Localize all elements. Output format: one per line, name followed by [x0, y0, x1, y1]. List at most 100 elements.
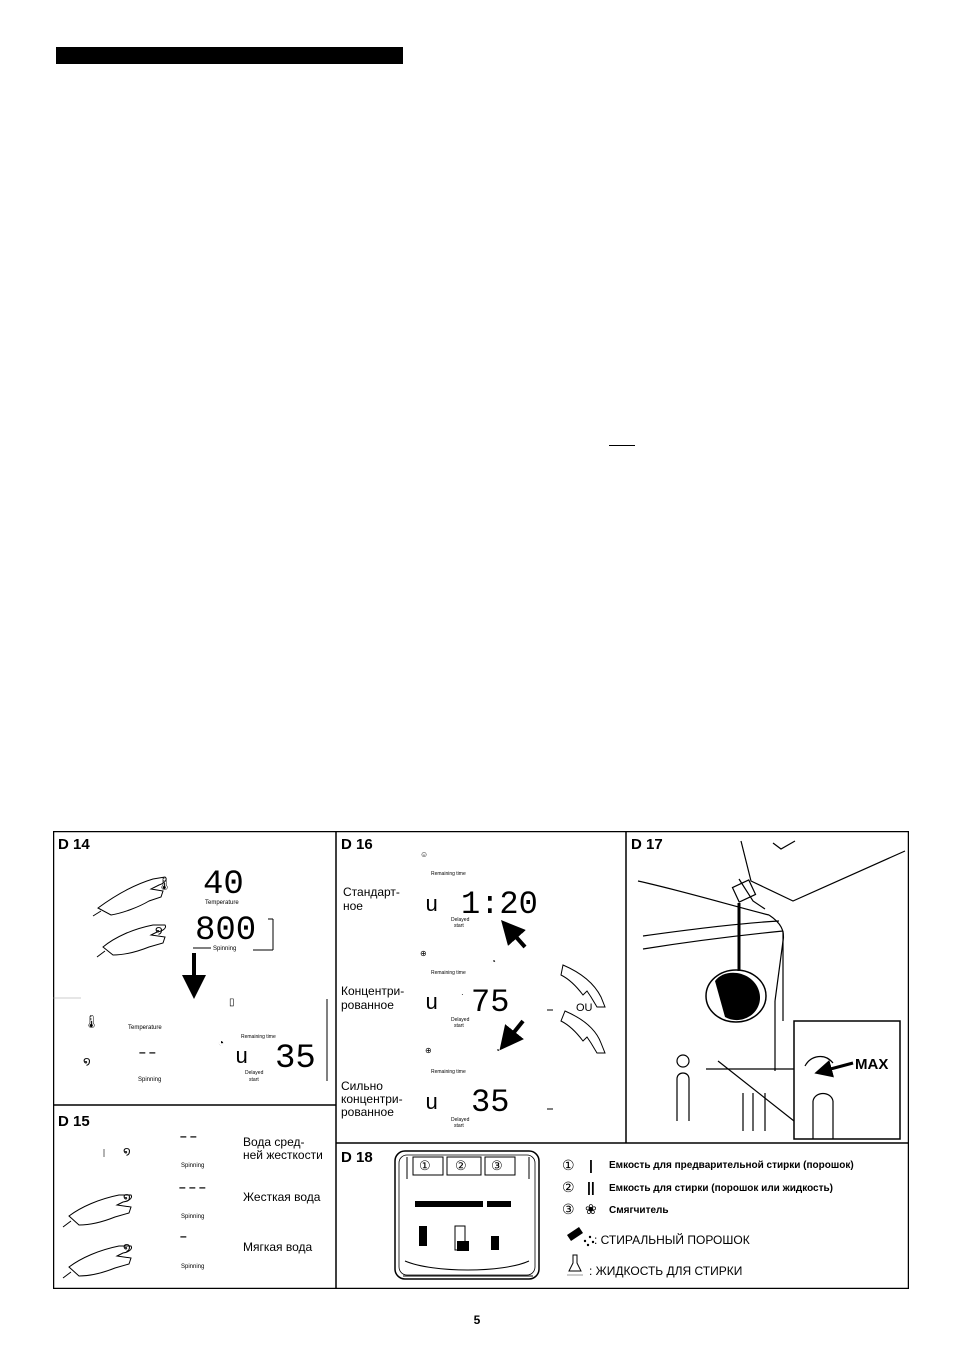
- hand-icon: [560, 1010, 606, 1054]
- d18-legend-2-num: ②: [562, 1179, 575, 1195]
- d15-row2-desc-1: Жесткая вода: [243, 1190, 321, 1204]
- d16-row2-u: u: [425, 991, 438, 1016]
- thermometer-icon: 🌡: [156, 876, 173, 891]
- d14-label: D 14: [58, 836, 90, 853]
- figures-frame: [53, 831, 909, 1289]
- d16-row2-delayed: Delayed: [451, 1017, 470, 1023]
- d16-row1-name-1: Стандарт-: [343, 885, 400, 899]
- d18-legend-1-num: ①: [562, 1157, 575, 1173]
- d16-row3-name-2: концентри-: [341, 1092, 403, 1106]
- arrow-up-left-icon: [501, 920, 527, 949]
- max-zoom-box: [793, 1020, 901, 1140]
- d16-row2-name-2: рованное: [341, 998, 394, 1012]
- drawer-outline: [676, 1054, 766, 1131]
- figure-d16: D 16 ☺ Remaining time Стандарт- ное u 1:…: [341, 836, 606, 1129]
- d14-spin-value: 800: [195, 912, 256, 950]
- decorative-rule: [609, 445, 635, 446]
- spin-icon: ໑: [123, 1190, 131, 1204]
- dispenser-drawer: [705, 969, 767, 1023]
- d15-label: D 15: [58, 1113, 90, 1130]
- d16-row3-delayed: Delayed: [451, 1117, 470, 1123]
- d15-row3-spin-label: Spinning: [181, 1264, 204, 1270]
- d18-legend-1-mark: |: [589, 1157, 593, 1173]
- washing-machine-drawing: [637, 880, 785, 1071]
- d18-legend-2-mark: ||: [587, 1179, 595, 1195]
- d16-ou-label: OU: [576, 1002, 593, 1014]
- d17-label: D 17: [631, 836, 663, 853]
- liquid-icon: [567, 1254, 583, 1276]
- spin-icon: ໑: [123, 1144, 131, 1158]
- d15-row3-desc-1: Мягкая вода: [243, 1240, 313, 1254]
- d17-max-label: MAX: [855, 1056, 888, 1073]
- d18-compartment-3: ③: [491, 1158, 503, 1173]
- lock-icon: ⊕: [420, 949, 427, 958]
- hand-icon: [62, 1194, 132, 1228]
- d18-legend-3-text: Смягчитель: [609, 1205, 669, 1216]
- d18-liquid-text: : ЖИДКОСТЬ ДЛЯ СТИРКИ: [589, 1264, 742, 1278]
- d14-display-u: u: [235, 1045, 248, 1070]
- figures-svg: D 14 🌡 40 Temperature ໑ 800 Spinning 🌡 T…: [53, 831, 909, 1289]
- d14-delayed-label: Delayed: [245, 1070, 264, 1076]
- arrow-down-left-icon: [499, 1019, 525, 1051]
- lock-icon: ⊕: [425, 1046, 432, 1055]
- d18-powder-text: : СТИРАЛЬНЫЙ ПОРОШОК: [594, 1232, 750, 1247]
- d14-spin-dashes: – –: [139, 1045, 156, 1059]
- flower-icon: ❀: [585, 1201, 597, 1217]
- figure-d17: D 17 MAX: [631, 836, 906, 1140]
- page-number: 5: [473, 1313, 481, 1327]
- section-title-bar: [56, 47, 403, 64]
- hand-icon: [96, 924, 166, 958]
- d15-row2-dashes: – – –: [179, 1180, 206, 1194]
- dispenser-knob: [715, 972, 761, 1021]
- d16-row1-u: u: [425, 893, 438, 918]
- d18-legend-1-text: Емкость для предварительной стирки (поро…: [609, 1160, 854, 1171]
- d16-row2-dot: ·: [461, 990, 464, 999]
- d14-spin-label-2: Spinning: [138, 1077, 161, 1083]
- d14-temp-value: 40: [203, 866, 244, 904]
- bottle-drawing: [731, 840, 906, 910]
- figure-d15: D 15 ໑ – – Spinning Вода сред- ней жестк…: [58, 1113, 323, 1279]
- d16-row3-name-1: Сильно: [341, 1079, 383, 1093]
- d16-row1-name-2: ное: [343, 899, 363, 913]
- delay-icon: ◔: [495, 1046, 500, 1055]
- d14-spin-label: Spinning: [213, 946, 236, 952]
- thermometer-icon: 🌡: [83, 1014, 100, 1029]
- d16-label: D 16: [341, 836, 373, 853]
- d14-remaining-label: Remaining time: [241, 1034, 276, 1040]
- figure-d18: D 18 ① ② ③ ① | Емкость для предварительн…: [341, 1149, 854, 1280]
- d14-start-label: start: [249, 1077, 259, 1083]
- d18-compartment-2: ②: [455, 1158, 467, 1173]
- dial-icon: ☺: [420, 850, 428, 859]
- d16-row1-value: 1:20: [461, 886, 538, 923]
- d14-temp-label-2: Temperature: [128, 1025, 162, 1031]
- d15-row1-desc-1: Вода сред-: [243, 1135, 305, 1149]
- d15-row1-desc-2: ней жесткости: [243, 1148, 323, 1162]
- spin-icon: ໑: [155, 923, 163, 937]
- d16-row3-start: start: [454, 1123, 464, 1129]
- d15-row2-spin-label: Spinning: [181, 1214, 204, 1220]
- hand-icon: [62, 1245, 132, 1279]
- delay-icon: ◔: [218, 1038, 224, 1049]
- d16-row3-name-3: рованное: [341, 1105, 394, 1119]
- d16-row3-remaining: Remaining time: [431, 1069, 466, 1075]
- d18-legend-2-text: Емкость для стирки (порошок или жидкость…: [609, 1183, 833, 1194]
- spin-icon: ໑: [83, 1054, 91, 1068]
- d18-label: D 18: [341, 1149, 373, 1166]
- d15-row1-dashes: – –: [180, 1129, 197, 1143]
- delay-icon: ◔: [491, 957, 496, 966]
- d18-legend: ① | Емкость для предварительной стирки (…: [562, 1157, 854, 1278]
- d14-display-value: 35: [275, 1040, 316, 1078]
- d14-temp-label: Temperature: [205, 900, 239, 906]
- d16-row2-remaining: Remaining time: [431, 970, 466, 976]
- figure-d14: D 14 🌡 40 Temperature ໑ 800 Spinning 🌡 T…: [53, 836, 328, 1083]
- d16-row2-name-1: Концентри-: [341, 984, 404, 998]
- spin-icon: ໑: [123, 1240, 131, 1254]
- d18-legend-3-num: ③: [562, 1201, 575, 1217]
- hand-icon: [560, 964, 606, 1008]
- d16-row1-start: start: [454, 923, 464, 929]
- arrow-left-icon: [814, 1059, 854, 1078]
- max-level-mark: MAX: [706, 1020, 901, 1140]
- d16-row2-value: 75: [471, 984, 509, 1021]
- d16-row1-delayed: Delayed: [451, 917, 470, 923]
- figure-panel-grid: D 14 🌡 40 Temperature ໑ 800 Spinning 🌡 T…: [53, 831, 909, 1289]
